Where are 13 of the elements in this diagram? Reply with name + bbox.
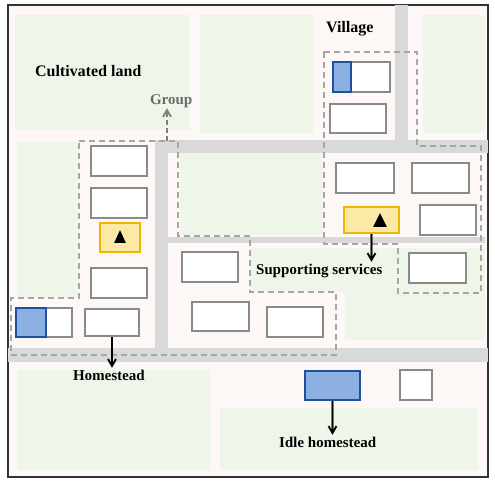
- map-label: Homestead: [73, 367, 146, 386]
- building-box: [343, 206, 400, 234]
- map-label: Idle homestead: [279, 434, 378, 453]
- map-label: Supporting services: [256, 261, 384, 280]
- area-label: Village: [326, 18, 374, 38]
- arrow: [366, 234, 376, 261]
- map-label: Group: [150, 91, 194, 110]
- building-box: [84, 308, 140, 337]
- arrow: [162, 109, 172, 141]
- area-label: Cultivated land: [35, 62, 142, 82]
- arrow: [107, 337, 117, 367]
- building-box: [304, 370, 361, 401]
- arrow: [328, 401, 338, 434]
